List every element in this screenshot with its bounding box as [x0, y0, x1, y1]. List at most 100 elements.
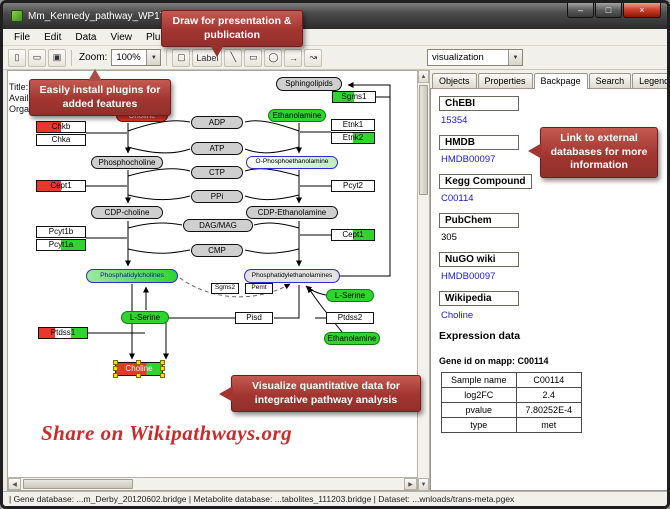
node-cdpeth[interactable]: CDP-Ethanolamine	[246, 206, 338, 219]
selection-handle[interactable]	[136, 373, 141, 378]
pathway-canvas[interactable]: SphingolipidsSgms1ChkbChkaCholine ADP ATP E…	[8, 71, 417, 477]
vertical-scrollbar[interactable]: ▲ ▼	[417, 70, 430, 491]
selection-handle[interactable]	[160, 360, 165, 365]
selection-handle[interactable]	[160, 366, 165, 371]
arrow-tool-icon[interactable]: →	[284, 48, 303, 67]
tab-search[interactable]: Search	[588, 73, 632, 88]
node-adp[interactable]: ADP	[191, 116, 243, 129]
rectangle-tool-icon[interactable]: ▭	[244, 48, 263, 67]
scroll-right-button[interactable]: ▶	[404, 478, 417, 490]
node-pcyt2[interactable]: Pcyt2	[331, 180, 375, 192]
new-file-icon[interactable]: ▯	[8, 48, 26, 67]
toolbar-separator	[71, 49, 72, 66]
database-link[interactable]: Choline	[441, 310, 474, 321]
database-link[interactable]: HMDB00097	[441, 271, 496, 282]
node-chkb[interactable]: Chkb	[36, 121, 86, 133]
oval-tool-icon[interactable]: ◯	[264, 48, 283, 67]
node-sgms1[interactable]: Sgms1	[332, 91, 376, 103]
node-pe[interactable]: Phosphatidylethanolamines	[244, 269, 340, 283]
node-cmp[interactable]: CMP	[191, 244, 243, 257]
toolbar-separator	[166, 49, 168, 66]
node-ptdss2[interactable]: Ptdss2	[326, 312, 374, 324]
gene-product-tool-icon[interactable]: ▢	[172, 48, 191, 67]
node-pcyt1a[interactable]: Pcyt1a	[36, 239, 86, 251]
visualization-select[interactable]: visualization ▼	[427, 49, 523, 66]
node-selected_choline[interactable]: Choline	[113, 360, 165, 378]
node-sphingolipids[interactable]: Sphingolipids	[276, 77, 342, 91]
node-ptdss1[interactable]: Ptdss1	[38, 327, 88, 339]
node-ethanolamine_b[interactable]: Ethanolamine	[324, 332, 380, 345]
menu-data[interactable]: Data	[75, 31, 97, 43]
node-cept1r[interactable]: Cept1	[331, 229, 375, 241]
callout-text: Draw for presentation & publication	[172, 15, 292, 41]
menu-file[interactable]: File	[14, 31, 31, 43]
node-ppi[interactable]: PPi	[191, 190, 243, 203]
node-etnk2[interactable]: Etnk2	[331, 132, 375, 144]
save-icon[interactable]: ▣	[48, 48, 66, 67]
node-dagmag[interactable]: DAG/MAG	[183, 219, 253, 232]
tab-legend[interactable]: Legend	[632, 73, 667, 88]
database-link[interactable]: HMDB00097	[441, 154, 496, 165]
menu-view[interactable]: View	[110, 31, 132, 43]
scroll-down-button[interactable]: ▼	[418, 478, 429, 491]
open-file-icon[interactable]: ▭	[28, 48, 46, 67]
scroll-up-button[interactable]: ▲	[418, 70, 429, 83]
database-link[interactable]: 15354	[441, 115, 468, 126]
database-link[interactable]: C00114	[441, 193, 474, 204]
node-pisd[interactable]: Pisd	[235, 312, 273, 324]
database-name: ChEBI	[439, 96, 519, 111]
horizontal-scrollbar[interactable]: ◀ ▶	[8, 477, 417, 490]
node-lserine_r[interactable]: L-Serine	[326, 289, 374, 302]
zoom-select[interactable]: 100% ▼	[111, 49, 162, 66]
selection-handle[interactable]	[113, 360, 118, 365]
node-pemt[interactable]: Pemt	[245, 283, 273, 294]
callout-text: Visualize quantitative data for integrat…	[251, 380, 400, 406]
node-pcyt1b[interactable]: Pcyt1b	[36, 226, 86, 238]
drawing-tools-group: ▢Label╲▭◯→↝	[172, 48, 323, 67]
window-controls: – □ ×	[566, 3, 661, 18]
tab-objects[interactable]: Objects	[432, 73, 477, 88]
node-cdpcho[interactable]: CDP-choline	[91, 206, 163, 219]
selection-handle[interactable]	[113, 366, 118, 371]
node-sgms2[interactable]: Sgms2	[211, 283, 239, 294]
selection-handle[interactable]	[113, 373, 118, 378]
chevron-down-icon[interactable]: ▼	[508, 50, 522, 65]
scroll-left-button[interactable]: ◀	[8, 478, 21, 490]
node-chka[interactable]: Chka	[36, 134, 86, 146]
chevron-down-icon[interactable]: ▼	[146, 50, 161, 65]
minimize-button[interactable]: –	[567, 3, 594, 18]
callout-arrow-icon	[219, 386, 233, 402]
node-atp[interactable]: ATP	[191, 142, 243, 155]
property-label: Title:	[9, 82, 29, 92]
selection-handle[interactable]	[136, 360, 141, 365]
vertical-scroll-thumb[interactable]	[419, 85, 428, 195]
window-title: Mm_Kennedy_pathway_WP1771_45176.gpml	[28, 10, 235, 22]
line-tool-icon[interactable]: ╲	[224, 48, 243, 67]
node-cept1l[interactable]: Cept1	[36, 180, 86, 192]
node-pc[interactable]: Phosphatidylcholines	[86, 269, 178, 283]
tab-properties[interactable]: Properties	[477, 73, 533, 88]
zoom-value: 100%	[116, 52, 141, 63]
close-button[interactable]: ×	[623, 3, 661, 18]
node-ope[interactable]: O-Phosphoethanolamine	[246, 156, 338, 169]
node-phosphocholine[interactable]: Phosphocholine	[91, 156, 163, 169]
node-ctp[interactable]: CTP	[191, 166, 243, 179]
tab-backpage[interactable]: Backpage	[533, 73, 588, 89]
horizontal-scroll-thumb[interactable]	[23, 479, 133, 489]
property-label: Avail	[9, 93, 29, 103]
node-etnk1[interactable]: Etnk1	[331, 119, 375, 131]
curved-line-tool-icon[interactable]: ↝	[304, 48, 323, 67]
menu-edit[interactable]: Edit	[44, 31, 62, 43]
selection-handle[interactable]	[160, 373, 165, 378]
maximize-button[interactable]: □	[595, 3, 622, 18]
node-lserine_l[interactable]: L-Serine	[121, 311, 169, 324]
vertical-scroll-track[interactable]	[418, 83, 429, 478]
titlebar[interactable]: Mm_Kennedy_pathway_WP1771_45176.gpml	[3, 3, 667, 29]
horizontal-scroll-track[interactable]	[21, 478, 404, 490]
node-ethanolamine_top[interactable]: Ethanolamine	[268, 109, 326, 122]
